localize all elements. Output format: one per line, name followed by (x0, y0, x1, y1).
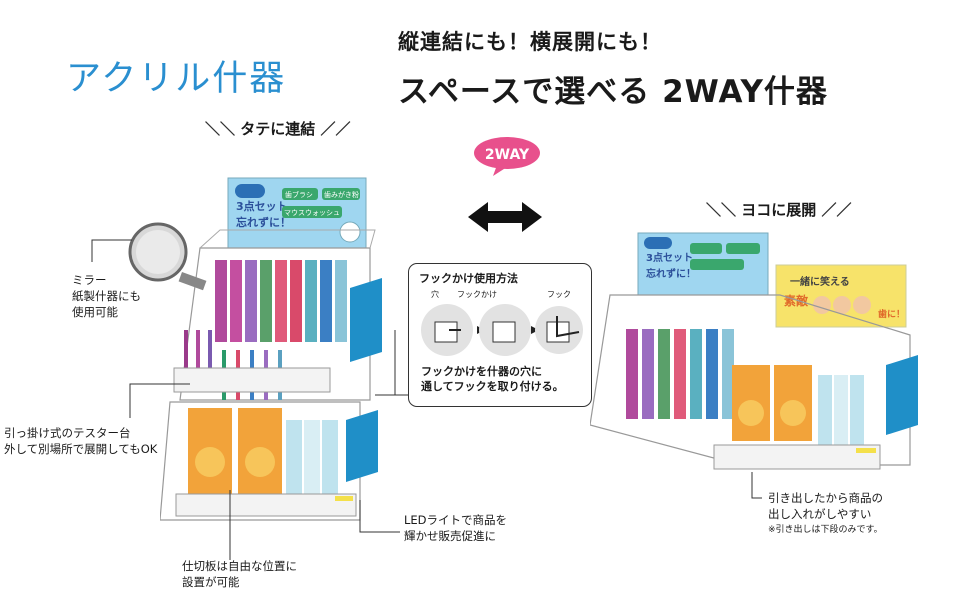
horizontal-display-illustration: 3点セット 忘れずに！ 一緒に笑える 素敵 歯に！ (589, 225, 920, 499)
section-horizontal: ＼＼ ヨコに展開 ／／ (706, 201, 852, 219)
svg-text:一緒に笑える: 一緒に笑える (790, 275, 850, 288)
callout-mirror-line3: 使用可能 (72, 305, 118, 319)
callout-divider-line2: 設置が可能 (182, 575, 240, 589)
callout-tester-line2: 外して別場所で展開してもOK (4, 442, 158, 456)
hook-steps-illustration (419, 302, 584, 364)
callout-tester-line1: 引っ掛け式のテスター台 (4, 426, 131, 440)
hook-label-hook: フック (547, 290, 571, 299)
svg-text:歯に！: 歯に！ (878, 308, 905, 320)
svg-text:歯みがき粉: 歯みがき粉 (324, 190, 359, 199)
svg-text:忘れずに！: 忘れずに！ (646, 267, 696, 280)
svg-text:3点セット: 3点セット (236, 199, 288, 213)
callout-drawer-line2: 出し入れがしやすい (768, 507, 872, 521)
hook-guide-title: フックかけ使用方法 (419, 272, 518, 285)
hook-desc-line1: フックかけを什器の穴に (421, 365, 542, 378)
double-arrow-icon (466, 200, 544, 238)
callout-led-line2: 輝かせ販売促進に (404, 529, 496, 543)
svg-text:マウスウォッシュ: マウスウォッシュ (284, 209, 340, 217)
callout-tester: 引っ掛け式のテスター台 外して別場所で展開してもOK (4, 425, 157, 457)
headline-line1: 縦連結にも！横展開にも！ (398, 30, 662, 54)
hook-guide-desc: フックかけを什器の穴に 通してフックを取り付ける。 (421, 364, 564, 394)
callout-drawer: 引き出したから商品の 出し入れがしやすい ※引き出しは下段のみです。 (768, 490, 883, 538)
mirror-icon (128, 220, 212, 296)
callout-mirror-line1: ミラー (72, 273, 107, 287)
callout-led-line1: LEDライトで商品を (404, 513, 508, 527)
hook-label-hole: 穴 (431, 290, 439, 299)
callout-drawer-line1: 引き出したから商品の (768, 491, 883, 505)
2way-badge: 2WAY (471, 135, 543, 177)
callout-mirror: ミラー 紙製什器にも 使用可能 (72, 272, 141, 320)
vertical-display-illustration: 3点セット 忘れずに！ 歯ブラシ 歯みがき粉 マウスウォッシュ (159, 170, 400, 544)
callout-drawer-note: ※引き出しは下段のみです。 (768, 525, 883, 535)
section-horizontal-label: ヨコに展開 (741, 201, 817, 219)
hook-guide-box: フックかけ使用方法 穴 フックかけ フック フックかけを什器の穴に 通してフック… (408, 263, 592, 407)
headline-line2: スペースで選べる 2WAY什器 (398, 74, 828, 110)
callout-led: LEDライトで商品を 輝かせ販売促進に (404, 512, 507, 544)
svg-text:忘れずに！: 忘れずに！ (236, 215, 291, 229)
callout-divider: 仕切板は自由な位置に 設置が可能 (182, 558, 297, 590)
section-vertical: ＼＼ タテに連結 ／／ (205, 120, 351, 138)
2way-badge-text: 2WAY (485, 147, 530, 163)
svg-text:3点セット: 3点セット (646, 251, 693, 264)
callout-divider-line1: 仕切板は自由な位置に (182, 559, 297, 573)
hook-label-hanger: フックかけ (457, 290, 497, 299)
svg-text:歯ブラシ: 歯ブラシ (285, 190, 313, 199)
hook-desc-line2: 通してフックを取り付ける。 (421, 380, 564, 393)
callout-mirror-line2: 紙製什器にも (72, 289, 141, 303)
brand-title: アクリル什器 (66, 59, 287, 99)
section-vertical-label: タテに連結 (240, 120, 316, 138)
